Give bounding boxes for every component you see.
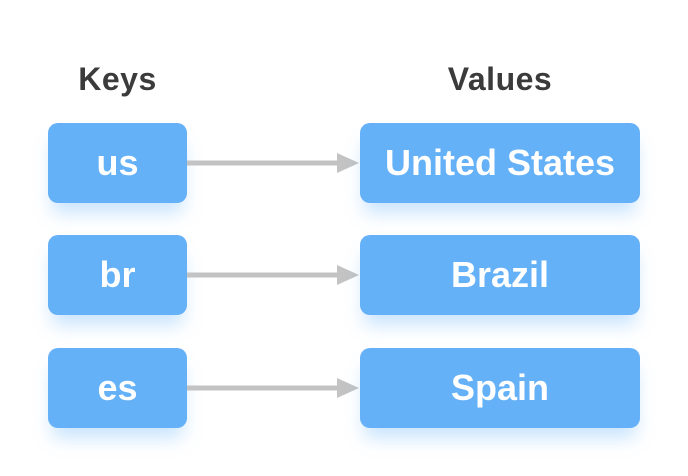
mapping-row: es Spain — [0, 348, 688, 428]
value-label: Brazil — [450, 254, 550, 295]
key-box: es — [48, 348, 187, 428]
key-box: us — [48, 123, 187, 203]
key-label: es — [97, 367, 138, 408]
key-box: br — [48, 235, 187, 315]
keys-column-header: Keys — [78, 61, 157, 97]
values-column-header: Values — [447, 61, 553, 97]
mapping-row: us United States — [0, 123, 688, 203]
right-arrow-icon — [187, 265, 359, 285]
key-label: us — [96, 142, 139, 183]
value-label: United States — [384, 142, 616, 183]
right-arrow-icon — [187, 378, 359, 398]
value-label: Spain — [450, 367, 549, 408]
value-box: Spain — [360, 348, 640, 428]
value-box: Brazil — [360, 235, 640, 315]
mapping-row: br Brazil — [0, 235, 688, 315]
value-box: United States — [360, 123, 640, 203]
right-arrow-icon — [187, 153, 359, 173]
key-label: br — [99, 254, 136, 295]
